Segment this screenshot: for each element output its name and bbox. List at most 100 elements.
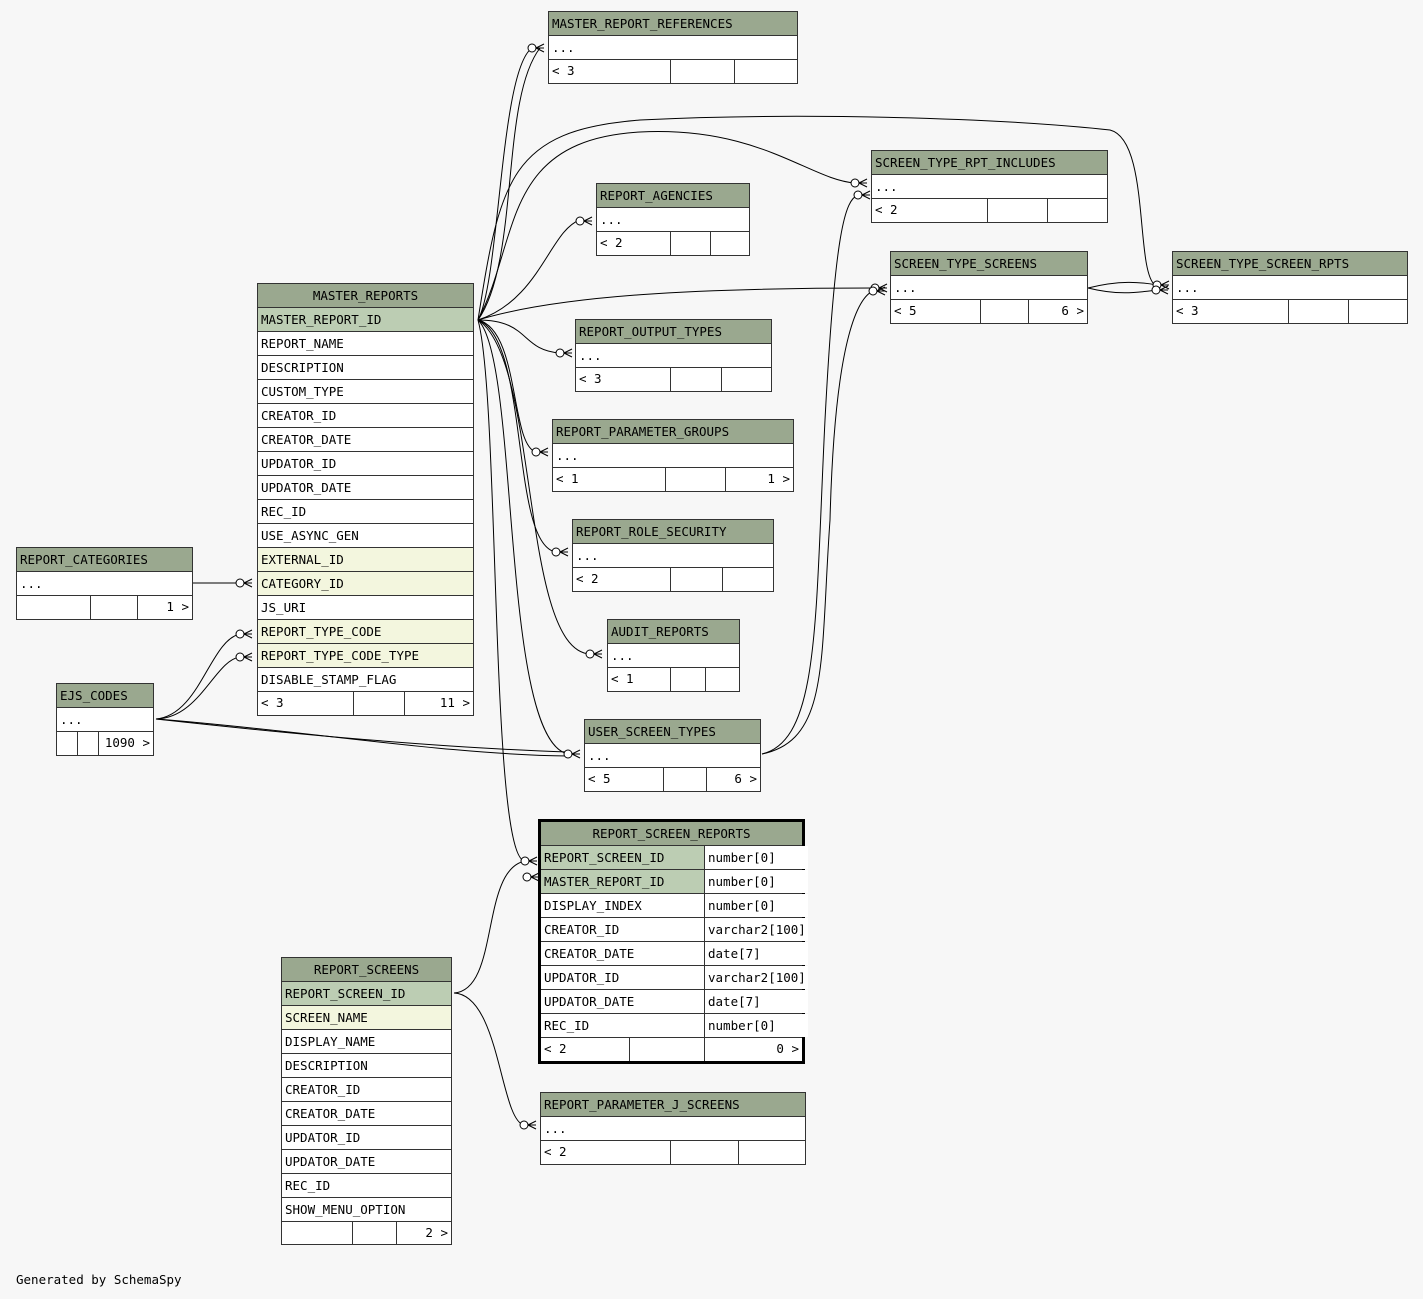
table-row[interactable]: DISABLE_STAMP_FLAG: [258, 668, 473, 692]
column-type: number[0]: [704, 846, 808, 869]
table-row[interactable]: ...: [1173, 276, 1407, 300]
table-row[interactable]: REC_ID: [258, 500, 473, 524]
optional-marker-7: [520, 856, 530, 866]
table-header[interactable]: REPORT_AGENCIES: [597, 184, 749, 208]
table-row[interactable]: SCREEN_NAME: [282, 1006, 451, 1030]
table-row[interactable]: ...: [17, 572, 192, 596]
table-row[interactable]: REPORT_SCREEN_ID: [282, 982, 451, 1006]
child-count: 2 >: [396, 1222, 451, 1245]
table-screen-type-screen-rpts[interactable]: SCREEN_TYPE_SCREEN_RPTS ... < 3: [1172, 251, 1408, 324]
table-header[interactable]: MASTER_REPORTS: [258, 284, 473, 308]
parent-count: < 2: [544, 1144, 567, 1159]
optional-marker-1: [575, 216, 585, 226]
table-header[interactable]: MASTER_REPORT_REFERENCES: [549, 12, 797, 36]
table-row[interactable]: ...: [541, 1117, 805, 1141]
table-row[interactable]: SHOW_MENU_OPTION: [282, 1198, 451, 1222]
table-row[interactable]: CUSTOM_TYPE: [258, 380, 473, 404]
table-row[interactable]: ...: [608, 644, 739, 668]
table-header[interactable]: SCREEN_TYPE_SCREENS: [891, 252, 1087, 276]
column-name: REPORT_SCREEN_ID: [544, 850, 665, 865]
table-header[interactable]: REPORT_CATEGORIES: [17, 548, 192, 572]
table-row[interactable]: ...: [549, 36, 797, 60]
child-count: [1047, 199, 1107, 222]
table-footer: < 5 6 >: [891, 300, 1087, 323]
table-row[interactable]: USE_ASYNC_GEN: [258, 524, 473, 548]
table-user-screen-types[interactable]: USER_SCREEN_TYPES ... < 5 6 >: [584, 719, 761, 792]
table-row[interactable]: ...: [573, 544, 773, 568]
table-row[interactable]: ...: [891, 276, 1087, 300]
table-row[interactable]: UPDATOR_DATE: [258, 476, 473, 500]
relationship-line-sts-to-screen-rpts: [1087, 281, 1158, 289]
optional-marker-6: [563, 749, 573, 759]
table-row[interactable]: REPORT_TYPE_CODE_TYPE: [258, 644, 473, 668]
table-row[interactable]: ...: [576, 344, 771, 368]
table-row[interactable]: CREATOR_DATE: [258, 428, 473, 452]
table-row[interactable]: CREATOR_ID: [258, 404, 473, 428]
table-row[interactable]: ...: [872, 175, 1107, 199]
table-row[interactable]: UPDATOR_ID: [282, 1126, 451, 1150]
crowfoot-marker-9: [858, 178, 868, 188]
table-report-parameter-groups[interactable]: REPORT_PARAMETER_GROUPS ... < 1 1 >: [552, 419, 794, 492]
table-header[interactable]: REPORT_SCREEN_REPORTS: [541, 822, 802, 846]
table-master-reports[interactable]: MASTER_REPORTS MASTER_REPORT_ID REPORT_N…: [257, 283, 474, 716]
table-report-role-security[interactable]: REPORT_ROLE_SECURITY ... < 2: [572, 519, 774, 592]
child-count: [734, 60, 797, 83]
table-header[interactable]: USER_SCREEN_TYPES: [585, 720, 760, 744]
table-report-screen-reports[interactable]: REPORT_SCREEN_REPORTS REPORT_SCREEN_ID nu…: [538, 819, 808, 1064]
table-report-categories[interactable]: REPORT_CATEGORIES ... 1 >: [16, 547, 193, 620]
table-master-report-references[interactable]: MASTER_REPORT_REFERENCES ... < 3: [548, 11, 798, 84]
table-ejs-codes[interactable]: EJS_CODES ... 1090 >: [56, 683, 154, 756]
table-row[interactable]: CREATOR_DATE: [282, 1102, 451, 1126]
table-row[interactable]: UPDATOR_DATE: [282, 1150, 451, 1174]
optional-marker-3: [531, 447, 541, 457]
table-header[interactable]: REPORT_OUTPUT_TYPES: [576, 320, 771, 344]
table-row[interactable]: CREATOR_ID: [282, 1078, 451, 1102]
table-header[interactable]: REPORT_ROLE_SECURITY: [573, 520, 773, 544]
table-row[interactable]: REPORT_NAME: [258, 332, 473, 356]
table-header[interactable]: EJS_CODES: [57, 684, 153, 708]
table-report-screens[interactable]: REPORT_SCREENS REPORT_SCREEN_ID SCREEN_N…: [281, 957, 452, 1245]
table-screen-type-screens[interactable]: SCREEN_TYPE_SCREENS ... < 5 6 >: [890, 251, 1088, 324]
table-row[interactable]: REC_ID: [282, 1174, 451, 1198]
relationship-line-mr-to-role-security: [477, 319, 557, 553]
table-header[interactable]: AUDIT_REPORTS: [608, 620, 739, 644]
table-header[interactable]: REPORT_PARAMETER_GROUPS: [553, 420, 793, 444]
table-row[interactable]: REPORT_SCREEN_ID number[0]: [541, 846, 808, 870]
crowfoot-marker-5: [593, 649, 603, 659]
table-row[interactable]: JS_URI: [258, 596, 473, 620]
table-row[interactable]: REPORT_TYPE_CODE: [258, 620, 473, 644]
table-row[interactable]: DISPLAY_NAME: [282, 1030, 451, 1054]
table-audit-reports[interactable]: AUDIT_REPORTS ... < 1: [607, 619, 740, 692]
table-row[interactable]: ...: [585, 744, 760, 768]
column-name: DISPLAY_INDEX: [544, 898, 642, 913]
table-row[interactable]: MASTER_REPORT_ID: [258, 308, 473, 332]
optional-marker-9: [850, 178, 860, 188]
table-report-agencies[interactable]: REPORT_AGENCIES ... < 2: [596, 183, 750, 256]
table-screen-type-rpt-includes[interactable]: SCREEN_TYPE_RPT_INCLUDES ... < 2: [871, 150, 1108, 223]
table-report-parameter-j-screens[interactable]: REPORT_PARAMETER_J_SCREENS ... < 2: [540, 1092, 806, 1165]
table-header[interactable]: REPORT_SCREENS: [282, 958, 451, 982]
footer-middle: [670, 668, 705, 691]
table-row[interactable]: EXTERNAL_ID: [258, 548, 473, 572]
table-row[interactable]: ...: [553, 444, 793, 468]
relationship-line-mr-to-agencies: [477, 219, 581, 321]
table-report-output-types[interactable]: REPORT_OUTPUT_TYPES ... < 3: [575, 319, 772, 392]
table-header[interactable]: REPORT_PARAMETER_J_SCREENS: [541, 1093, 805, 1117]
table-header[interactable]: SCREEN_TYPE_SCREEN_RPTS: [1173, 252, 1407, 276]
table-row[interactable]: ...: [597, 208, 749, 232]
table-row[interactable]: ...: [57, 708, 153, 732]
table-row[interactable]: DESCRIPTION: [282, 1054, 451, 1078]
relationship-line-mr-to-rsr: [477, 319, 526, 862]
table-row[interactable]: DESCRIPTION: [258, 356, 473, 380]
table-row[interactable]: UPDATOR_ID: [258, 452, 473, 476]
footer-middle: [980, 300, 1028, 323]
table-header[interactable]: SCREEN_TYPE_RPT_INCLUDES: [872, 151, 1107, 175]
table-row[interactable]: CATEGORY_ID: [258, 572, 473, 596]
